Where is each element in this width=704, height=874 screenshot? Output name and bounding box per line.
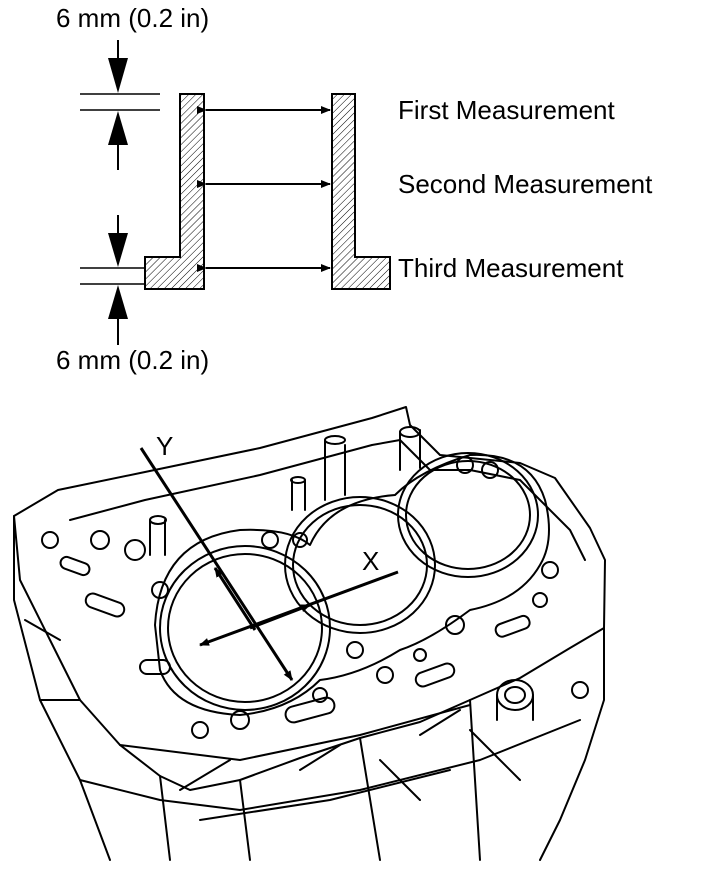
top-dimension-label: 6 mm (0.2 in) [56, 3, 210, 33]
dimension-lines [80, 40, 160, 345]
measurement-axes [139, 447, 399, 681]
front-boss [496, 679, 534, 711]
cylinder-bore-3 [397, 452, 539, 578]
engine-block-deck-outline [13, 406, 606, 791]
bottom-dimension-label: 6 mm (0.2 in) [56, 345, 210, 375]
bottom-dimension-arrow-up [108, 285, 128, 319]
top-dimension-arrow-up [108, 111, 128, 145]
axis-y-label: Y [156, 431, 174, 461]
second-measurement-label: Second Measurement [398, 169, 653, 199]
first-measurement-label: First Measurement [398, 95, 615, 125]
measurement-arrows [197, 106, 331, 272]
cylinder-left-wall [144, 93, 205, 290]
third-measurement-label: Third Measurement [398, 253, 624, 283]
bottom-dimension-arrow-down [108, 233, 128, 267]
engine-block-drawing [13, 406, 606, 861]
top-dimension-arrow-down [108, 58, 128, 93]
cylinder-cross-section [144, 93, 391, 290]
axis-y-line [139, 447, 294, 681]
cylinder-bore-2 [284, 496, 436, 634]
cylinder-right-wall [331, 93, 391, 290]
axis-x-label: X [362, 546, 380, 576]
